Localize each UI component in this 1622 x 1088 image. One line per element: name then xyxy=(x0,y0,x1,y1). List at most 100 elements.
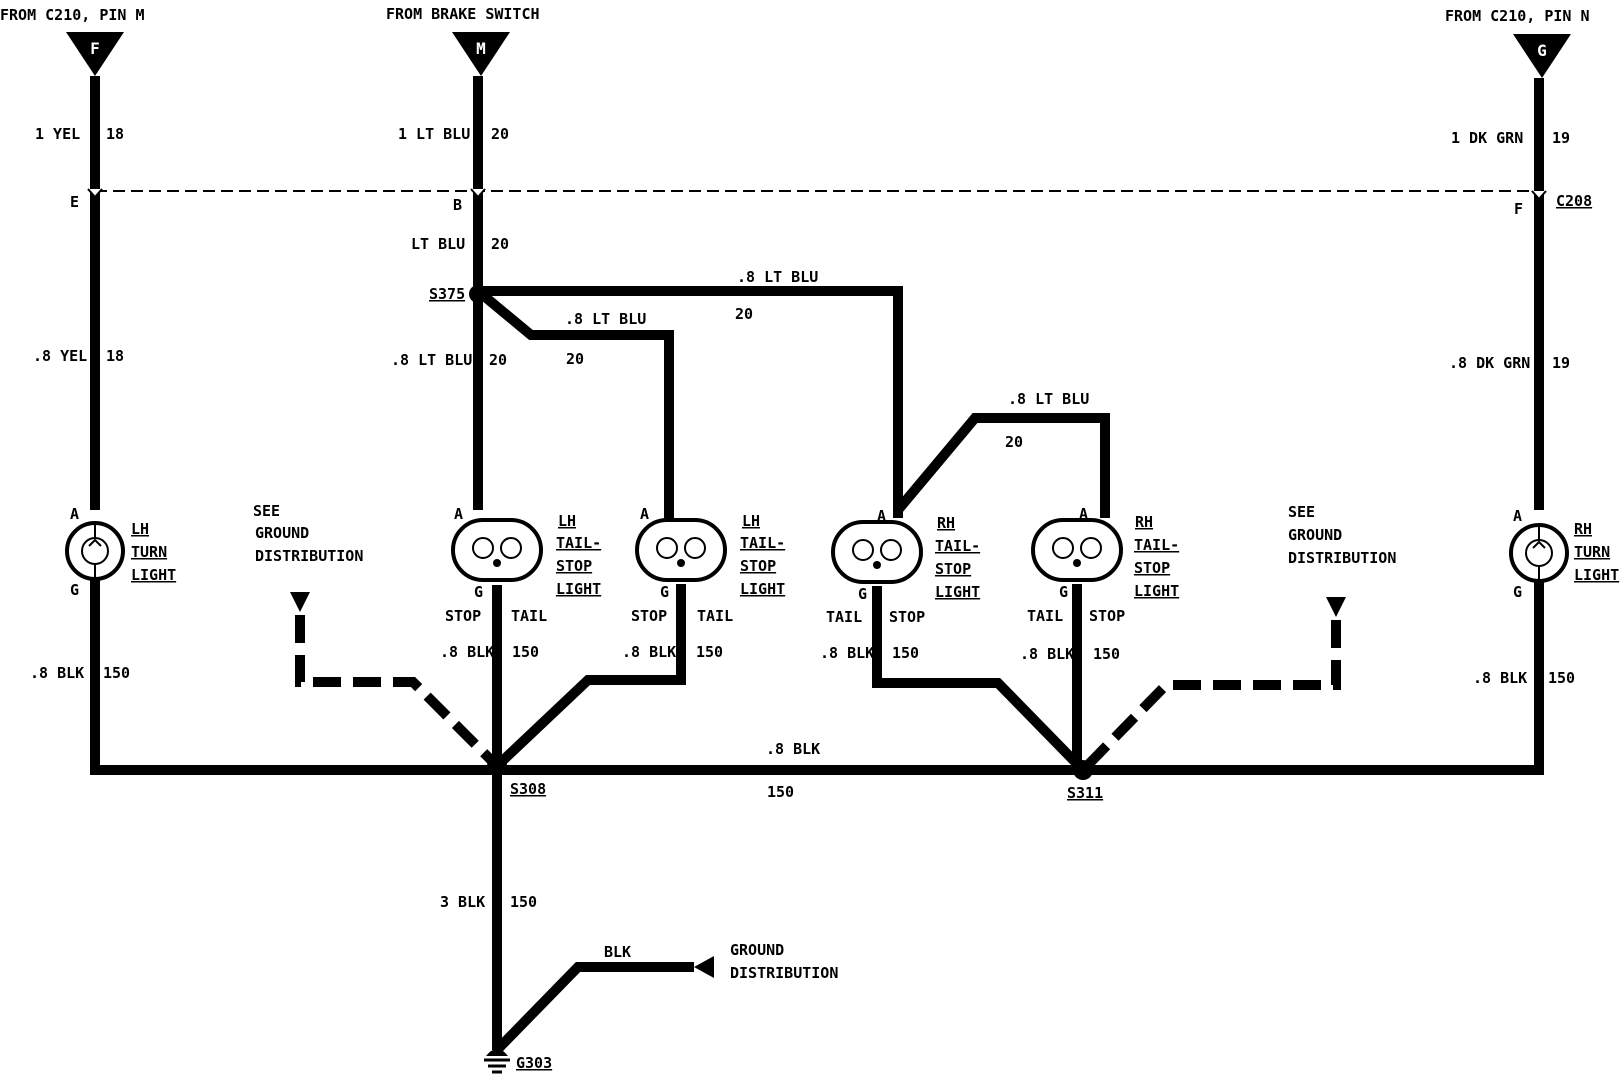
note-right-l1: SEE xyxy=(1288,503,1315,521)
feed-m: FROM BRAKE SWITCH M xyxy=(386,5,540,76)
label-blk-lh-turn-gauge: 150 xyxy=(103,664,130,682)
lh-ts1-stop: STOP xyxy=(445,607,481,625)
wire-lh-ts2-ground xyxy=(493,584,686,770)
label-blu-mid-gauge: 20 xyxy=(491,235,509,253)
label-blu-br3-color: .8 LT BLU xyxy=(1008,390,1089,408)
note-left-l3: DISTRIBUTION xyxy=(255,547,363,565)
feed-f-label: FROM C210, PIN M xyxy=(0,6,145,24)
lamp-lh-tail-stop-1: A G STOP TAIL LH TAIL- STOP LIGHT xyxy=(445,505,601,625)
lh-ts2-tail: TAIL xyxy=(697,607,733,625)
splice-s308-dot xyxy=(487,756,507,776)
label-blu-low-color: .8 LT BLU xyxy=(391,351,472,369)
rh-turn-l1: RH xyxy=(1574,520,1592,538)
lh-ts1-l3: STOP xyxy=(556,557,592,575)
label-blu-br3-gauge: 20 xyxy=(1005,433,1023,451)
wire-branch-lh-ts2 xyxy=(474,287,674,518)
lh-ts2-stop: STOP xyxy=(631,607,667,625)
arrow-left-ground xyxy=(290,592,310,612)
label-blk-rh-ts2-color: .8 BLK xyxy=(1020,645,1074,663)
label-blk-rh-ts1-color: .8 BLK xyxy=(820,644,874,662)
rh-turn-pin-g: G xyxy=(1513,583,1522,601)
label-yel-bot-color: .8 YEL xyxy=(33,347,87,365)
connector-pin-b: B xyxy=(453,196,462,214)
pin-e-mark xyxy=(87,188,103,199)
lamp-rh-tail-stop-1: A G TAIL STOP RH TAIL- STOP LIGHT xyxy=(826,507,980,626)
wire-rh-ts1-ground xyxy=(872,586,1087,774)
label-blk-rh-ts2-gauge: 150 xyxy=(1093,645,1120,663)
rh-ts2-l4: LIGHT xyxy=(1134,582,1179,600)
feed-m-triangle xyxy=(452,32,510,76)
connector-c208-pins xyxy=(87,188,1547,201)
note-bottom-l1: GROUND xyxy=(730,941,784,959)
label-yel-top-gauge: 18 xyxy=(106,125,124,143)
rh-ts1-pin-g: G xyxy=(858,585,867,603)
rh-turn-l2: TURN xyxy=(1574,543,1610,561)
label-blk-lh-ts2-color: .8 BLK xyxy=(622,643,676,661)
rh-ts1-l2: TAIL- xyxy=(935,537,980,555)
wire-ground-dist xyxy=(493,962,694,1054)
rh-turn-l3: LIGHT xyxy=(1574,566,1619,584)
lamp-lh-turn: A G LH TURN LIGHT xyxy=(65,505,176,599)
rh-ts2-stop: STOP xyxy=(1089,607,1125,625)
wire-branch-rh-ts2 xyxy=(894,413,1110,518)
label-blk-bus-color: .8 BLK xyxy=(766,740,820,758)
dashed-lead-left xyxy=(295,615,501,770)
label-blk-rh-turn-color: .8 BLK xyxy=(1473,669,1527,687)
note-bottom-l2: DISTRIBUTION xyxy=(730,964,838,982)
lh-turn-l1: LH xyxy=(131,520,149,538)
note-left-l1: SEE xyxy=(253,502,280,520)
label-blu-br1-gauge: 20 xyxy=(735,305,753,323)
lh-ts2-l2: TAIL- xyxy=(740,534,785,552)
label-grn-bot-color: .8 DK GRN xyxy=(1449,354,1530,372)
lamp-rh-tail-stop-2: A G TAIL STOP RH TAIL- STOP LIGHT xyxy=(1027,505,1179,625)
arrow-ground-dist xyxy=(694,956,714,978)
lh-ts2-pin-a: A xyxy=(640,505,649,523)
label-blk-lh-turn-color: .8 BLK xyxy=(30,664,84,682)
ground-g303: G303 xyxy=(516,1054,552,1072)
rh-ts2-tail: TAIL xyxy=(1027,607,1063,625)
label-grn-top-color: 1 DK GRN xyxy=(1451,129,1523,147)
feed-m-letter: M xyxy=(476,39,486,58)
label-blu-top-color: 1 LT BLU xyxy=(398,125,470,143)
label-blu-mid-color: LT BLU xyxy=(411,235,465,253)
label-blu-br1-color: .8 LT BLU xyxy=(737,268,818,286)
pin-f-mark xyxy=(1531,190,1547,201)
rh-ts1-tail: TAIL xyxy=(826,608,862,626)
note-right-l3: DISTRIBUTION xyxy=(1288,549,1396,567)
label-blu-top-gauge: 20 xyxy=(491,125,509,143)
lh-ts1-l1: LH xyxy=(558,512,576,530)
lh-ts1-l4: LIGHT xyxy=(556,580,601,598)
connector-c208-name: C208 xyxy=(1556,192,1592,210)
rh-ts1-l1: RH xyxy=(937,514,955,532)
feed-g-triangle xyxy=(1513,34,1571,78)
note-right-l2: GROUND xyxy=(1288,526,1342,544)
dashed-lead-right xyxy=(1079,620,1341,774)
rh-ts1-l4: LIGHT xyxy=(935,583,980,601)
rh-ts2-pin-a: A xyxy=(1079,505,1088,523)
label-blk-ground-color: 3 BLK xyxy=(440,893,485,911)
wire-branch-rh-ts1 xyxy=(478,286,903,518)
lh-ts2-l1: LH xyxy=(742,512,760,530)
splice-s375-dot xyxy=(469,285,487,303)
connector-pin-e: E xyxy=(70,193,79,211)
lamp-rh-turn: A G RH TURN LIGHT xyxy=(1509,507,1619,601)
label-grn-bot-gauge: 19 xyxy=(1552,354,1570,372)
label-blk-ground-gauge: 150 xyxy=(510,893,537,911)
splice-s308: S308 xyxy=(510,780,546,798)
rh-ts2-l2: TAIL- xyxy=(1134,536,1179,554)
rh-ts2-pin-g: G xyxy=(1059,583,1068,601)
feed-f: FROM C210, PIN M F xyxy=(0,6,145,76)
rh-ts2-l3: STOP xyxy=(1134,559,1170,577)
rh-ts1-stop: STOP xyxy=(889,608,925,626)
rh-ts1-l3: STOP xyxy=(935,560,971,578)
lh-ts2-l3: STOP xyxy=(740,557,776,575)
splice-s375: S375 xyxy=(429,285,465,303)
label-blk-lh-ts2-gauge: 150 xyxy=(696,643,723,661)
splice-s311-dot xyxy=(1073,760,1093,780)
lh-ts1-pin-a: A xyxy=(454,505,463,523)
lh-ts1-l2: TAIL- xyxy=(556,534,601,552)
lh-ts2-l4: LIGHT xyxy=(740,580,785,598)
connector-pin-f: F xyxy=(1514,200,1523,218)
label-blk-rh-ts1-gauge: 150 xyxy=(892,644,919,662)
